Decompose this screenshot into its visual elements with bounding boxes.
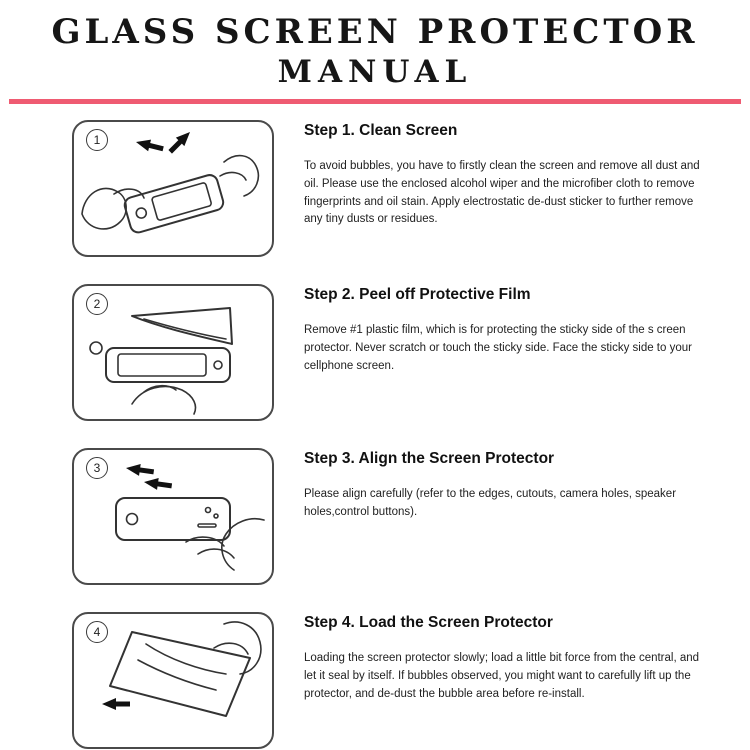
step-number-badge: 2	[86, 293, 108, 315]
phone-outline	[115, 497, 231, 541]
steps-list: 1 Step 1. Clean Screen To	[0, 104, 750, 749]
right-hand	[223, 154, 260, 197]
arrow-up-right-icon	[168, 132, 190, 154]
step-heading: Step 2. Peel off Protective Film	[304, 286, 531, 303]
arrow-left-icon	[136, 139, 164, 152]
step4-illustration: 4	[72, 612, 274, 749]
step-body: To avoid bubbles, you have to firstly cl…	[304, 160, 700, 226]
step-row-1: 1 Step 1. Clean Screen To	[0, 120, 750, 257]
right-finger	[219, 171, 247, 181]
title-line-1: GLASS SCREEN PROTECTOR	[51, 12, 699, 52]
manual-title: GLASS SCREEN PROTECTOR MANUAL	[0, 0, 750, 90]
left-hand	[81, 187, 127, 230]
phone-outline	[123, 174, 225, 234]
protective-film	[131, 307, 233, 345]
step2-illustration: 2	[72, 284, 274, 421]
finger-touch-2	[197, 548, 235, 559]
step-heading: Step 1. Clean Screen	[304, 122, 458, 139]
step-row-3: 3 Step 3. Align the Screen Protector Ple…	[0, 448, 750, 585]
load-protector-drawing	[102, 621, 262, 717]
step-body: Please align carefully (refer to the edg…	[304, 488, 677, 518]
step-heading: Step 4. Load the Screen Protector	[304, 614, 553, 631]
protector-sheet	[109, 631, 251, 717]
step-body: Remove #1 plastic film, which is for pro…	[304, 324, 692, 372]
home-button	[125, 512, 139, 526]
hand-right	[221, 518, 265, 571]
title-line-2: MANUAL	[277, 54, 473, 90]
hand-bottom	[131, 385, 197, 415]
arrow-left-icon	[102, 698, 130, 710]
step1-illustration: 1	[72, 120, 274, 257]
accent-divider	[9, 99, 741, 104]
speaker-slot	[197, 523, 217, 528]
step4-text: Step 4. Load the Screen Protector Loadin…	[304, 612, 709, 703]
arrow-left-icon	[126, 464, 155, 476]
step-number-badge: 4	[86, 621, 108, 643]
camera-hole-2	[213, 513, 219, 519]
clean-screen-drawing	[81, 132, 260, 234]
step1-text: Step 1. Clean Screen To avoid bubbles, y…	[304, 120, 709, 229]
finger-touch	[185, 536, 225, 547]
sheet-fold	[145, 643, 227, 675]
phone-outline	[105, 347, 231, 383]
sheet-fold-2	[137, 659, 217, 691]
step-row-2: 2 Step 2. Peel off Protective Film Remov…	[0, 284, 750, 421]
step3-illustration: 3	[72, 448, 274, 585]
step3-text: Step 3. Align the Screen Protector Pleas…	[304, 448, 709, 522]
finger	[143, 384, 177, 393]
step2-text: Step 2. Peel off Protective Film Remove …	[304, 284, 709, 375]
pull-tab	[89, 341, 103, 355]
step-body: Loading the screen protector slowly; loa…	[304, 652, 700, 700]
finger-press	[213, 642, 249, 655]
step-row-4: 4 Step 4. Load the Screen Protector Load…	[0, 612, 750, 749]
peel-film-drawing	[89, 307, 233, 415]
step-heading: Step 3. Align the Screen Protector	[304, 450, 555, 467]
hand-top-right	[223, 621, 262, 675]
film-fold-line	[143, 318, 227, 340]
step-number-badge: 3	[86, 457, 108, 479]
camera-hole	[204, 506, 212, 514]
left-thumb	[113, 188, 145, 199]
step-number-badge: 1	[86, 129, 108, 151]
align-protector-drawing	[115, 464, 265, 571]
arrow-left-icon-2	[144, 478, 173, 490]
